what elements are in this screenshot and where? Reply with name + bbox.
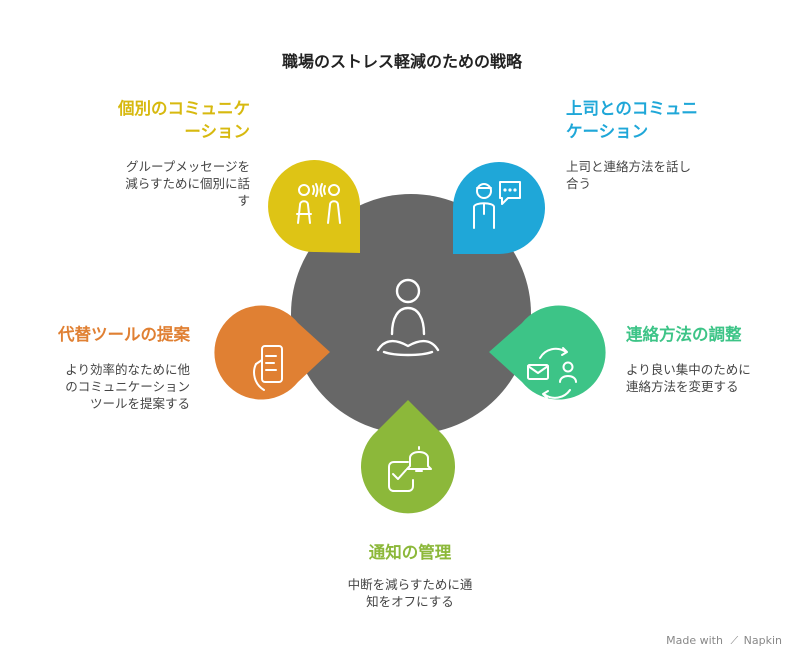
alternative-heading: 代替ツールの提案 bbox=[58, 325, 190, 344]
individual-heading: 個別のコミュニケ ーション bbox=[118, 99, 250, 141]
supervisor-heading: 上司とのコミュニ ケーション bbox=[566, 99, 698, 141]
page-title: 職場のストレス軽減のための戦略 bbox=[281, 52, 522, 71]
adjust-heading: 連絡方法の調整 bbox=[626, 325, 742, 344]
meditating-person-icon bbox=[376, 278, 440, 357]
phone-bell-check-icon bbox=[388, 446, 432, 492]
notification-heading: 通知の管理 bbox=[368, 543, 452, 562]
alternative-description: より効率的なために他 のコミュニケーション ツールを提案する bbox=[65, 362, 190, 411]
adjust-description: より良い集中のために 連絡方法を変更する bbox=[626, 362, 751, 394]
hand-phone-icon bbox=[253, 345, 283, 391]
segment-adjust-drop bbox=[489, 305, 606, 400]
notification-description: 中断を減らすために通 知をオフにする bbox=[347, 577, 473, 609]
napkin-logo-icon: ⟋ bbox=[730, 634, 739, 647]
supervisor-description: 上司と連絡方法を話し 合う bbox=[566, 159, 692, 191]
made-with-label: Made with bbox=[666, 634, 723, 647]
mail-person-sync-icon bbox=[527, 347, 577, 399]
segment-supervisor-drop bbox=[453, 162, 545, 255]
segment-individual-drop bbox=[268, 160, 361, 253]
segment-alternative-drop bbox=[214, 305, 330, 400]
segment-notification-drop bbox=[361, 400, 456, 514]
two-people-talking-icon bbox=[296, 183, 341, 224]
napkin-name: Napkin bbox=[743, 634, 782, 647]
individual-description: グループメッセージを 減らすために個別に話 す bbox=[125, 159, 250, 208]
person-chat-bubble-icon bbox=[473, 181, 521, 229]
napkin-branding[interactable]: Made with ⟋ Napkin bbox=[666, 634, 782, 648]
